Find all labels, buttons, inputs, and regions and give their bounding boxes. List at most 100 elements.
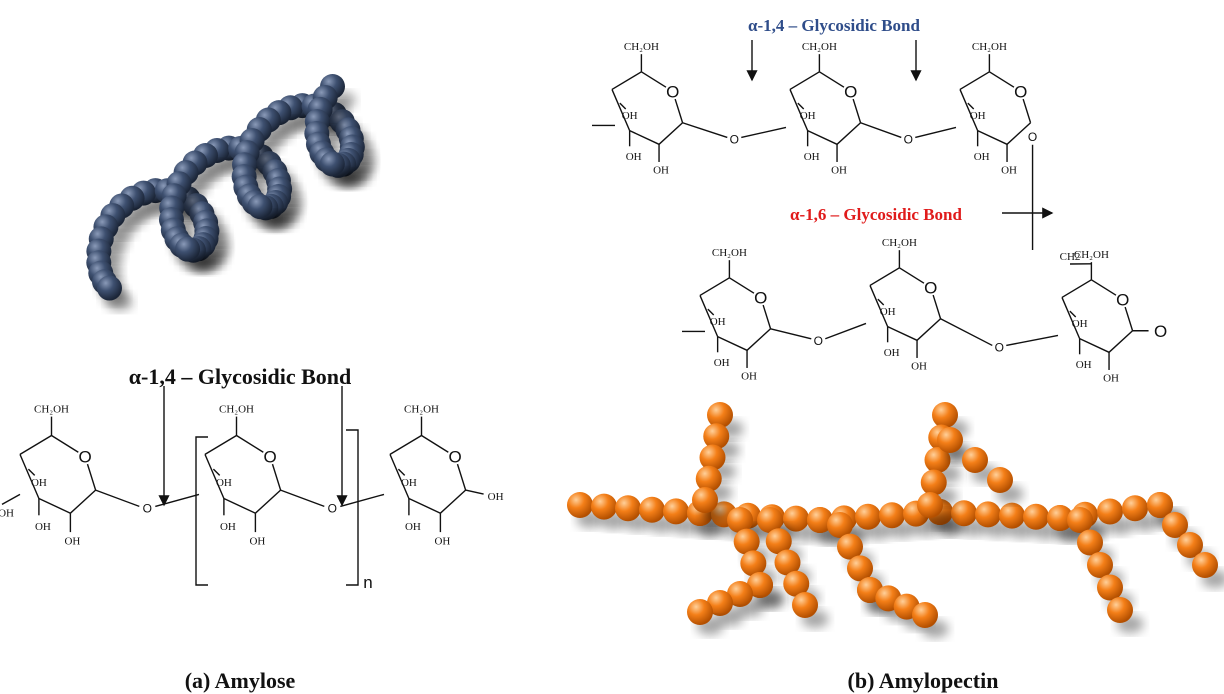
amylose-bond-label: α-1,4 – Glycosidic Bond: [129, 364, 352, 389]
oh-label: OH: [653, 165, 669, 177]
oh-label: OH: [64, 536, 80, 548]
amylopectin-glucose-bead: [912, 602, 938, 628]
ring-oxygen-label: O: [924, 278, 937, 297]
oh-label: OH: [970, 110, 986, 122]
glycosidic-oxygen-label: O: [143, 501, 152, 515]
amylopectin-glucose-bead: [855, 503, 881, 530]
ch2oh-label: CH₂OH: [882, 237, 917, 249]
amylopectin-glucose-bead: [920, 469, 947, 496]
oh-label: OH: [434, 536, 450, 548]
ch2oh-label: CH₂OH: [404, 403, 439, 415]
oh-label: OH: [831, 165, 847, 177]
amylopectin-glucose-bead: [924, 447, 951, 473]
amylopectin-glucose-bead: [837, 533, 863, 560]
amylopectin-glucose-bead: [951, 500, 977, 527]
amylopectin-glucose-bead: [774, 549, 801, 576]
amylopectin-glucose-bead: [932, 402, 958, 428]
amylopectin-glucose-bead: [999, 502, 1025, 529]
glycosidic-oxygen-label: O: [814, 334, 823, 348]
amylopectin-glucose-bead: [1077, 529, 1103, 556]
amylopectin-glucose-bead: [699, 444, 726, 471]
oh-label: OH: [880, 306, 896, 318]
amylopectin-glucose-bead: [783, 505, 809, 532]
ring-oxygen-label: O: [754, 288, 767, 307]
oh-label: OH: [710, 316, 726, 328]
amylopectin-glucose-bead: [937, 427, 963, 453]
amylopectin-glucose-bead: [792, 592, 818, 618]
oh-label: OH: [488, 491, 504, 503]
amylopectin-glucose-bead: [663, 498, 689, 525]
oh-label: OH: [0, 507, 14, 519]
repeat-unit-n-label: n: [363, 573, 372, 592]
oh-label: OH: [884, 347, 900, 359]
oh-label: OH: [626, 151, 642, 163]
oh-label: OH: [1103, 373, 1119, 385]
glycosidic-oxygen-label: O: [904, 132, 913, 146]
amylopectin-glucose-bead: [847, 555, 873, 582]
amylopectin-glucose-bead: [783, 570, 810, 597]
amylopectin-glucose-bead: [1192, 552, 1218, 578]
oh-label: OH: [35, 521, 51, 533]
ch2oh-label: CH₂OH: [1074, 249, 1109, 261]
ring-oxygen-label: O: [844, 82, 857, 101]
oh-label: OH: [800, 110, 816, 122]
ring-oxygen-label: O: [1014, 82, 1027, 101]
oh-label: OH: [1076, 359, 1092, 371]
oh-label: OH: [974, 151, 990, 163]
ring-oxygen-label: O: [448, 448, 461, 467]
ch2-label: CH2: [1060, 251, 1081, 263]
amylopectin-glucose-bead: [1023, 503, 1049, 530]
amylopectin-a16-bond-label: α-1,6 – Glycosidic Bond: [790, 205, 962, 224]
oh-label: OH: [216, 477, 232, 489]
oh-label: OH: [401, 477, 417, 489]
amylopectin-glucose-bead: [1067, 507, 1093, 533]
amylopectin-glucose-bead: [1047, 505, 1073, 531]
oh-label: OH: [622, 110, 638, 122]
amylopectin-glucose-bead: [827, 512, 853, 538]
amylopectin-glucose-bead: [707, 402, 733, 428]
amylopectin-glucose-bead: [1087, 552, 1113, 578]
amylopectin-glucose-bead: [615, 495, 641, 522]
ch2oh-label: CH₂OH: [972, 41, 1007, 53]
oh-label: OH: [804, 151, 820, 163]
glycosidic-oxygen-label: O: [995, 340, 1004, 354]
amylopectin-glucose-bead: [747, 572, 773, 598]
branch-oxygen-label: O: [1028, 130, 1037, 144]
ch2oh-label: CH₂OH: [624, 41, 659, 53]
amylopectin-glucose-bead: [639, 496, 665, 523]
amylopectin-glucose-bead: [1107, 597, 1133, 623]
amylopectin-glucose-bead: [727, 581, 753, 607]
amylopectin-structural-formula: O CH₂OH OH OH OH O CH₂OH OH OH OH O CH₂OH OH OH OH O O O O…: [592, 40, 1167, 385]
oh-label: OH: [1072, 318, 1088, 330]
amylopectin-glucose-bead: [1122, 495, 1148, 522]
ch2oh-label: CH₂OH: [712, 247, 747, 259]
amylose-helix-model: [86, 73, 376, 311]
glycosidic-oxygen-label: O: [328, 501, 337, 515]
amylopectin-glucose-bead: [1097, 574, 1123, 601]
amylose-glucose-bead: [96, 275, 122, 301]
amylopectin-glucose-bead: [1097, 498, 1123, 525]
amylopectin-caption: (b) Amylopectin: [848, 668, 999, 693]
ring-oxygen-label: O: [1116, 290, 1129, 309]
amylopectin-glucose-bead: [740, 550, 767, 577]
amylopectin-glucose-bead: [879, 502, 905, 529]
amylose-caption: (a) Amylose: [185, 668, 296, 693]
glycosidic-oxygen-label: O: [730, 132, 739, 146]
amylopectin-glucose-bead: [703, 423, 730, 450]
ring-oxygen-label: O: [263, 448, 276, 467]
amylopectin-glucose-bead: [962, 447, 988, 473]
amylopectin-a14-bond-label: α-1,4 – Glycosidic Bond: [748, 16, 920, 35]
ch2oh-label: CH₂OH: [34, 403, 69, 415]
amylose-glucose-bead: [319, 151, 345, 177]
oh-label: OH: [405, 521, 421, 533]
amylopectin-glucose-bead: [757, 507, 783, 533]
amylopectin-glucose-bead: [695, 465, 722, 492]
amylopectin-glucose-bead: [1147, 492, 1173, 518]
amylopectin-glucose-bead: [707, 590, 733, 616]
amylopectin-glucose-bead: [692, 487, 718, 513]
amylopectin-glucose-bead: [1162, 512, 1188, 538]
amylopectin-glucose-bead: [765, 528, 792, 555]
oh-label: OH: [249, 536, 265, 548]
